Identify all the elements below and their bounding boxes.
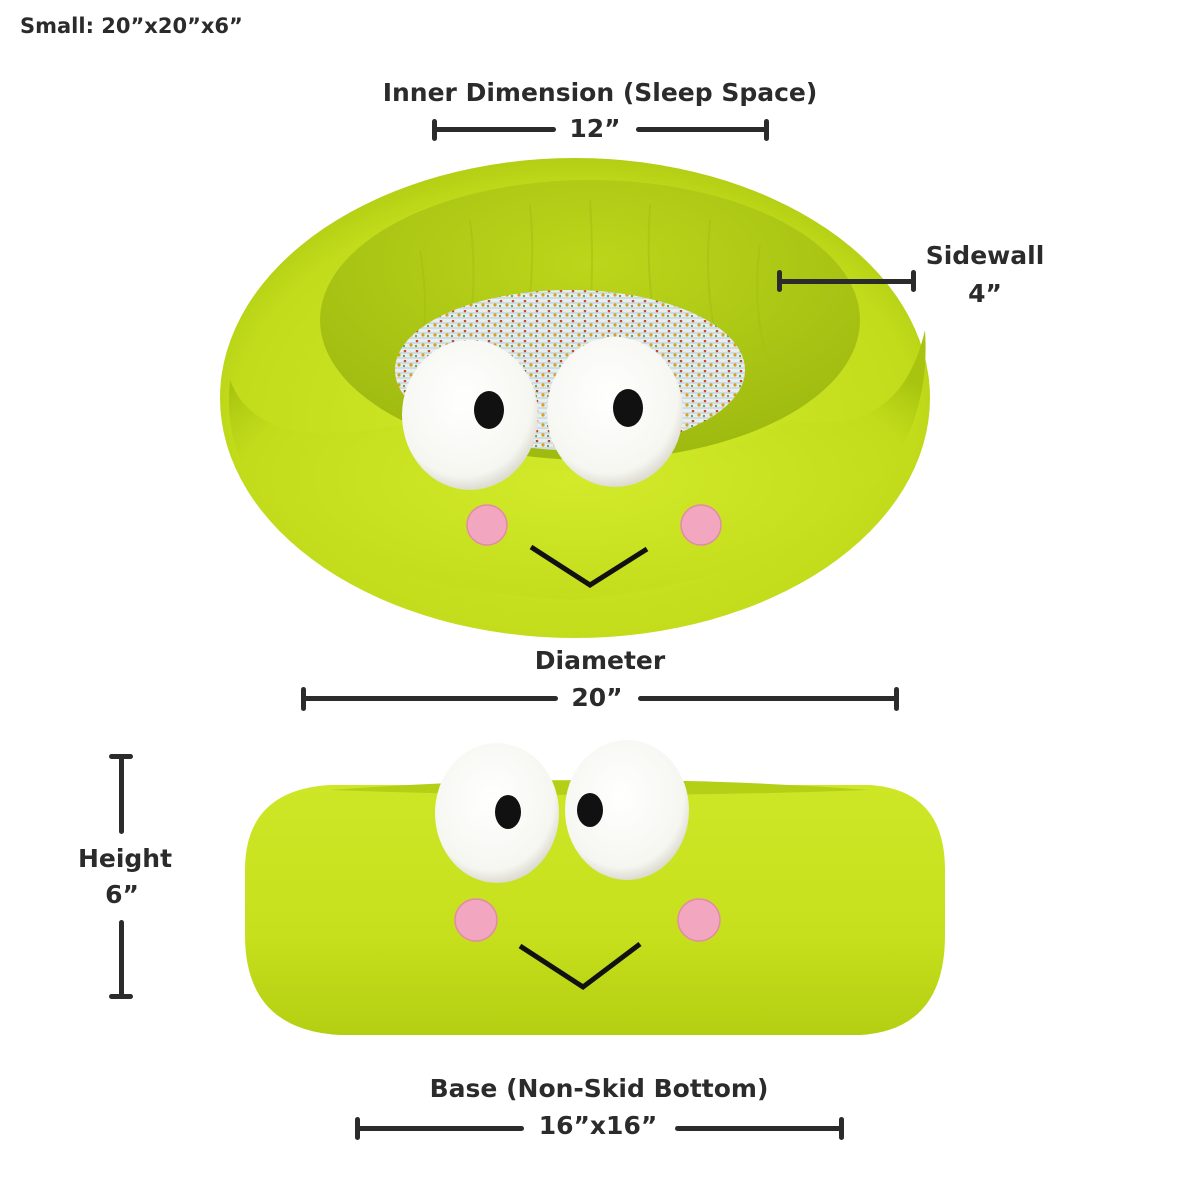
cheek-left [454,898,498,942]
size-title: Small: 20”x20”x6” [20,14,243,38]
cheek-right [677,898,721,942]
height-label: Height [77,844,173,873]
sidewall-tick-left [777,270,782,292]
mouth [529,544,649,588]
diameter-line-left [302,696,558,701]
pupil-right [577,793,603,827]
cheek-right [680,504,722,546]
base-label: Base (Non-Skid Bottom) [429,1074,769,1103]
diameter-tick-right [894,687,899,711]
cheek-left [466,504,508,546]
mouth [518,942,642,991]
inner-dimension-line-left [434,127,556,132]
eye-left [402,340,538,490]
height-line-bottom [119,920,124,998]
height-tick-bottom [109,994,133,999]
inner-dimension-value: 12” [569,114,621,143]
bed-side-body [245,785,945,1035]
base-line-left [356,1126,524,1131]
sidewall-label: Sidewall [925,241,1045,270]
diameter-tick-left [301,687,306,711]
sidewall-tick-right [911,270,916,292]
base-tick-right [839,1117,844,1140]
diameter-value: 20” [571,683,623,712]
base-tick-left [355,1117,360,1140]
diameter-line-right [638,696,898,701]
base-line-right [675,1126,843,1131]
inner-dimension-tick-right [764,119,769,141]
sidewall-line [779,279,913,284]
inner-dimension-tick-left [432,119,437,141]
bed-top-eyes [402,337,683,490]
pupil-left [474,391,504,429]
eye-right [565,740,689,880]
inner-dimension-label: Inner Dimension (Sleep Space) [382,78,818,107]
inner-dimension-line-right [636,127,768,132]
pupil-left [495,795,521,829]
sidewall-value: 4” [968,279,1002,308]
diameter-label: Diameter [534,646,666,675]
height-value: 6” [105,880,139,909]
pupil-right [613,389,643,427]
height-line-top [119,754,124,834]
base-value: 16”x16” [538,1111,658,1140]
